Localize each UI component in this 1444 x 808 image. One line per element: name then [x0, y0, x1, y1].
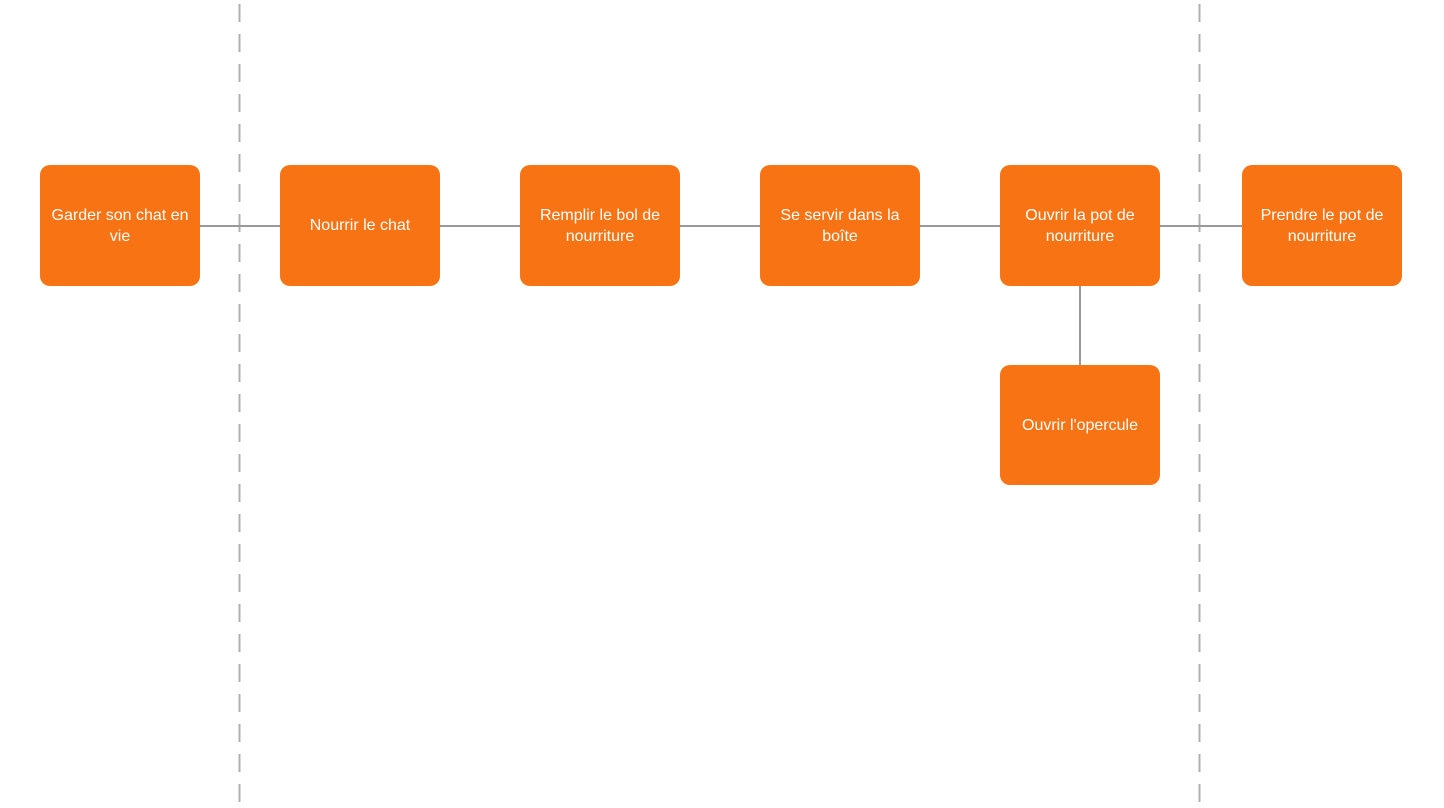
node-ouvrir-la-pot-de-nourriture[interactable]: Ouvrir la pot de nourriture	[1000, 165, 1160, 286]
node-ouvrir-l-opercule[interactable]: Ouvrir l'opercule	[1000, 365, 1160, 485]
node-nourrir-le-chat[interactable]: Nourrir le chat	[280, 165, 440, 286]
node-label: Se servir dans la boîte	[780, 206, 900, 245]
node-label: Prendre le pot de nourriture	[1260, 206, 1384, 245]
node-garder-son-chat-en-vie[interactable]: Garder son chat en vie	[40, 165, 200, 286]
node-label: Garder son chat en vie	[51, 206, 189, 245]
node-label: Remplir le bol de nourriture	[539, 206, 661, 245]
node-label: Nourrir le chat	[309, 217, 411, 234]
node-remplir-le-bol-de-nourriture[interactable]: Remplir le bol de nourriture	[520, 165, 680, 286]
node-label: Ouvrir l'opercule	[1022, 416, 1138, 434]
node-label: Ouvrir la pot de nourriture	[1025, 206, 1135, 245]
node-prendre-le-pot-de-nourriture[interactable]: Prendre le pot de nourriture	[1242, 165, 1402, 286]
node-se-servir-dans-la-boite[interactable]: Se servir dans la boîte	[760, 165, 920, 286]
